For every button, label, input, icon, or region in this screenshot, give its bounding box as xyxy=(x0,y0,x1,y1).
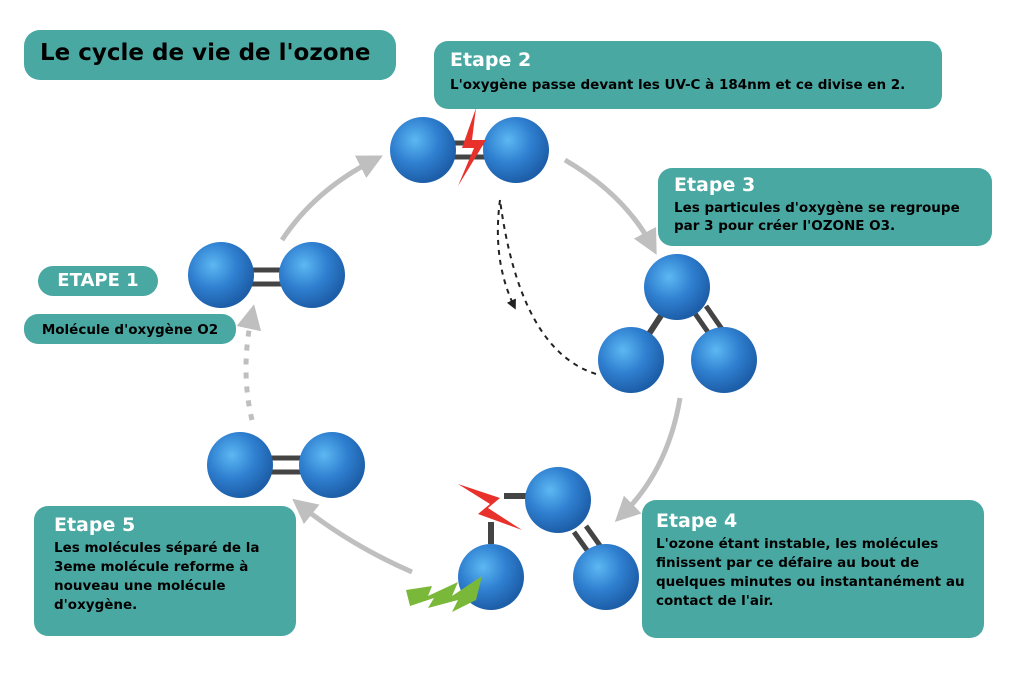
arrow-step1-to-step2 xyxy=(279,155,383,242)
step3-box: Etape 3 Les particules d'oxygène se regr… xyxy=(658,168,992,246)
arrow-step2-to-step3 xyxy=(563,157,657,255)
step3-text-line1: Les particules d'oxygène se regroupe xyxy=(674,200,960,216)
step4-text-line1: L'ozone étant instable, les molécules xyxy=(656,536,939,552)
step5-box: Etape 5 Les molécules séparé de la 3eme … xyxy=(34,506,296,636)
step2-box: Etape 2 L'oxygène passe devant les UV-C … xyxy=(434,41,942,109)
arrow-step3-to-step4 xyxy=(614,397,683,522)
step4-text-line2: finissent par ce défaire au bout de xyxy=(656,555,920,571)
step1-label: ETAPE 1 xyxy=(57,270,139,291)
step5-atom-left xyxy=(207,432,273,498)
arrow-recombination-head xyxy=(496,199,516,310)
step4-molecule-breaking xyxy=(406,467,639,612)
step5-text-line3: nouveau une molécule xyxy=(54,578,226,594)
step3-molecule-o3 xyxy=(598,254,757,393)
step1-label-pill: ETAPE 1 xyxy=(38,266,158,296)
step5-atom-right xyxy=(299,432,365,498)
step2-label: Etape 2 xyxy=(450,49,532,71)
step3-atom-right xyxy=(691,327,757,393)
arrow-step5-to-step1-dashed xyxy=(236,304,262,421)
step1-text: Molécule d'oxygène O2 xyxy=(41,322,219,338)
diagram-title: Le cycle de vie de l'ozone xyxy=(40,40,371,66)
step4-box: Etape 4 L'ozone étant instable, les molé… xyxy=(642,500,984,638)
step1-atom-left xyxy=(188,242,254,308)
step2-text: L'oxygène passe devant les UV-C à 184nm … xyxy=(450,77,906,93)
step3-atom-top xyxy=(644,254,710,320)
step5-label: Etape 5 xyxy=(54,514,136,536)
step3-label: Etape 3 xyxy=(674,174,756,196)
step4-atom-top xyxy=(525,467,591,533)
step4-atom-right xyxy=(573,544,639,610)
step1-atom-right xyxy=(279,242,345,308)
step2-atom-right xyxy=(483,117,549,183)
arrow-recombination-dashed xyxy=(499,199,597,375)
step4-text-line3: quelques minutes ou instantanément au xyxy=(656,574,965,590)
step3-text-line2: par 3 pour créer l'OZONE O3. xyxy=(674,218,896,234)
step2-atom-left xyxy=(390,117,456,183)
uv-lightning-red-icon xyxy=(458,108,486,186)
arrow-step4-to-step5 xyxy=(292,498,413,575)
step2-molecule-splitting xyxy=(390,108,549,186)
diagram-title-box: Le cycle de vie de l'ozone xyxy=(24,30,396,80)
step1-desc-box: Molécule d'oxygène O2 xyxy=(24,314,236,344)
step4-text-line4: contact de l'air. xyxy=(656,593,774,609)
step4-label: Etape 4 xyxy=(656,510,738,532)
step3-atom-left xyxy=(598,327,664,393)
step5-text-line2: 3eme molécule reforme à xyxy=(54,559,249,575)
break-lightning-green-icon xyxy=(406,576,482,612)
step5-text-line4: d'oxygène. xyxy=(54,597,138,613)
step1-molecule-o2 xyxy=(188,242,345,308)
step5-molecule-o2 xyxy=(207,432,365,498)
step5-text-line1: Les molécules séparé de la xyxy=(54,540,260,556)
